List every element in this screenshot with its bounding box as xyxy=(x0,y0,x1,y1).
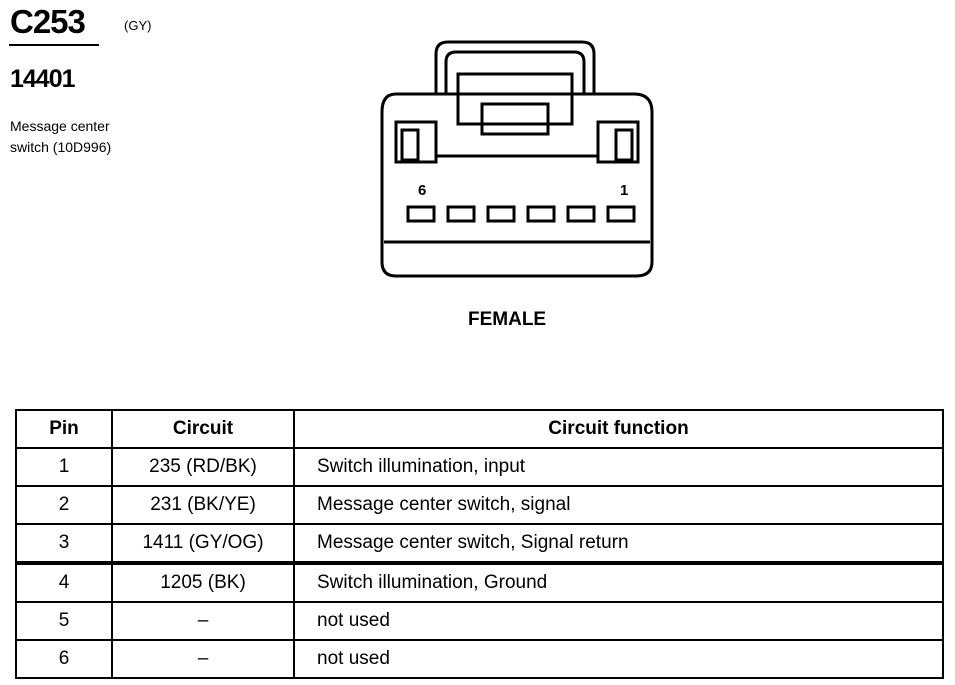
cell-circuit: – xyxy=(111,639,295,679)
pin-cavity-5 xyxy=(446,205,476,223)
table-row: 2 231 (BK/YE) Message center switch, sig… xyxy=(15,485,944,525)
pin-label-left: 6 xyxy=(418,182,426,199)
cell-pin: 1 xyxy=(15,447,113,487)
table-row: 1 235 (RD/BK) Switch illumination, input xyxy=(15,447,944,487)
cell-function: Message center switch, Signal return xyxy=(293,523,944,564)
table-row: 6 – not used xyxy=(15,639,944,679)
connector-latch-outer xyxy=(434,40,596,94)
pin-label-right: 1 xyxy=(620,182,628,199)
pin-cavity-6 xyxy=(406,205,436,223)
header-function: Circuit function xyxy=(293,409,944,449)
view-label: FEMALE xyxy=(468,309,547,330)
pin-cavities xyxy=(406,205,636,223)
cell-function: not used xyxy=(293,639,944,679)
table-row: 5 – not used xyxy=(15,601,944,641)
connector-description: Message center switch (10D996) xyxy=(10,116,190,158)
cell-circuit: 1411 (GY/OG) xyxy=(111,523,295,564)
part-number: 14401 xyxy=(10,65,76,93)
connector-body xyxy=(380,92,654,278)
connector-lock-left-inner xyxy=(400,128,420,162)
pin-cavity-1 xyxy=(606,205,636,223)
cell-pin: 5 xyxy=(15,601,113,641)
description-line-2: switch (10D996) xyxy=(10,139,112,155)
connector-color: (GY) xyxy=(124,18,152,33)
pin-cavity-2 xyxy=(566,205,596,223)
table-header-row: Pin Circuit Circuit function xyxy=(15,409,944,449)
cell-pin: 6 xyxy=(15,639,113,679)
cell-circuit: 1205 (BK) xyxy=(111,561,295,603)
table-row: 4 1205 (BK) Switch illumination, Ground xyxy=(15,561,944,603)
cell-pin: 4 xyxy=(15,561,113,603)
connector-latch-slot xyxy=(480,102,550,136)
connector-latch-inner xyxy=(444,50,586,94)
cell-circuit: 231 (BK/YE) xyxy=(111,485,295,525)
pin-table: Pin Circuit Circuit function 1 235 (RD/B… xyxy=(15,409,944,679)
connector-id-underline xyxy=(9,44,99,46)
cell-function: Message center switch, signal xyxy=(293,485,944,525)
cell-circuit: – xyxy=(111,601,295,641)
cell-pin: 3 xyxy=(15,523,113,564)
cell-circuit: 235 (RD/BK) xyxy=(111,447,295,487)
header-circuit: Circuit xyxy=(111,409,295,449)
connector-id: C253 xyxy=(10,3,86,40)
connector-face-diagram: 6 1 xyxy=(380,40,654,278)
pin-cavity-4 xyxy=(486,205,516,223)
cell-function: Switch illumination, Ground xyxy=(293,561,944,603)
connector-lock-right-inner xyxy=(614,128,634,162)
pin-cavity-3 xyxy=(526,205,556,223)
cell-pin: 2 xyxy=(15,485,113,525)
cell-function: Switch illumination, input xyxy=(293,447,944,487)
cell-function: not used xyxy=(293,601,944,641)
header-pin: Pin xyxy=(15,409,113,449)
description-line-1: Message center xyxy=(10,118,110,134)
table-row: 3 1411 (GY/OG) Message center switch, Si… xyxy=(15,523,944,564)
connector-cavity-edge xyxy=(396,154,638,164)
connector-latch-window xyxy=(456,72,574,126)
